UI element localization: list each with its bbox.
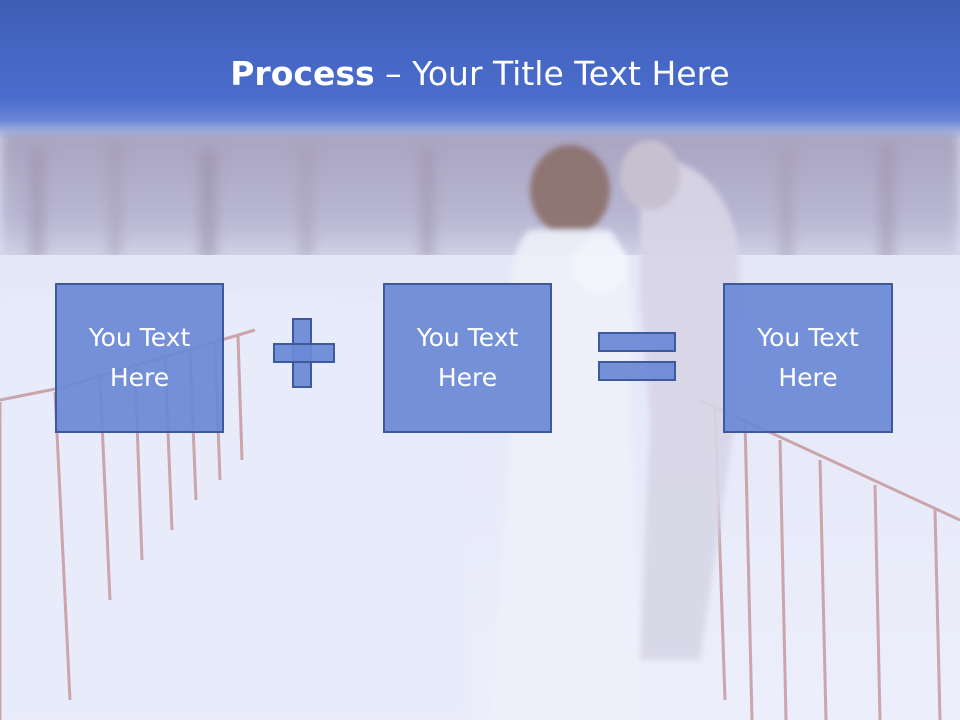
equals-sign-bottom-bar [598, 361, 676, 381]
title-bar: Process – Your Title Text Here [0, 0, 960, 140]
process-box-2-text: You Text Here [416, 323, 519, 392]
process-box-3-text: You Text Here [757, 323, 859, 392]
process-box-2[interactable]: You Text Here [383, 283, 552, 433]
equals-sign-top-bar [598, 332, 676, 352]
title-bold: Process [230, 54, 375, 93]
process-box-1[interactable]: You Text Here [55, 283, 224, 433]
slide-title: Process – Your Title Text Here [0, 52, 960, 96]
process-box-1-text: You Text Here [88, 323, 191, 392]
plus-sign-horizontal [273, 343, 335, 363]
process-box-3[interactable]: You Text Here [723, 283, 893, 433]
title-text: – Your Title Text Here [374, 54, 730, 93]
